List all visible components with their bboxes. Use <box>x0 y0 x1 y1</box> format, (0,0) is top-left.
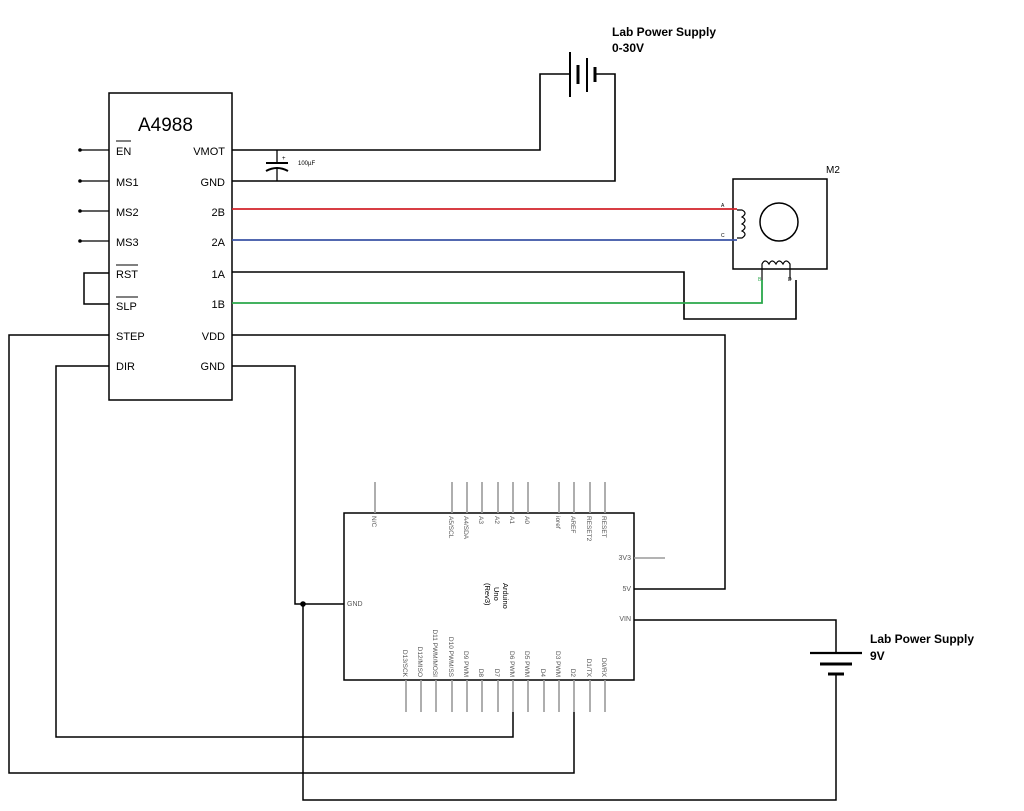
logic-supply-title: Lab Power Supply <box>870 632 974 646</box>
wire-1a <box>232 271 797 320</box>
arduino-top-pin-stubs <box>374 482 606 513</box>
arduino-pin-d0: D0/RX <box>600 658 607 678</box>
arduino-pin-a3: A3 <box>477 516 484 524</box>
stepper-motor: M2 A C B D <box>721 165 840 283</box>
arduino-pin-vin: VIN <box>619 616 631 623</box>
capacitor: + 100µF <box>265 150 315 181</box>
coil-1-winding <box>761 260 791 280</box>
arduino-pin-a0: A0 <box>523 516 530 524</box>
pin-gnd-logic-label: GND <box>201 361 226 373</box>
motor-name: M2 <box>826 165 840 176</box>
wire-gnd-supply <box>302 604 837 801</box>
arduino-pin-3v3: 3V3 <box>619 555 632 562</box>
motor-pin-d-label: D <box>788 277 792 283</box>
pin-dir-label: DIR <box>116 361 135 373</box>
arduino-pin-d6: D6 PWM <box>508 651 515 677</box>
logic-power-supply: Lab Power Supply 9V <box>810 632 974 676</box>
arduino-pin-a1: A1 <box>508 516 515 524</box>
arduino-pin-reset2: RESET2 <box>585 516 592 542</box>
arduino-uno: N/C A5/SCL A4/SDA A3 A2 A1 A0 ioref AREF… <box>343 482 665 712</box>
arduino-pin-d2: D2 <box>569 669 576 678</box>
arduino-pin-a4: A4/SDA <box>462 516 469 540</box>
motor-pin-a-label: A <box>721 203 725 209</box>
arduino-name-line1: Arduino <box>501 583 510 609</box>
a4988-name: A4988 <box>138 115 193 136</box>
pin-1a-label: 1A <box>212 269 226 281</box>
pin-slp-label: SLP <box>116 301 137 313</box>
signal-wires <box>8 334 837 801</box>
capacitor-value: 100µF <box>298 161 315 167</box>
motor-pin-b-label: B <box>758 277 762 283</box>
pin-rst-label: RST <box>116 269 138 281</box>
wire-gnd-gnd <box>232 365 344 605</box>
pin-gnd-motor-label: GND <box>201 177 226 189</box>
arduino-pin-reset: RESET <box>600 516 607 538</box>
arduino-pin-d5: D5 PWM <box>523 651 530 677</box>
motor-pin-c-label: C <box>721 233 725 239</box>
arduino-pin-aref: AREF <box>569 516 576 533</box>
pin-ms3-label: MS3 <box>116 237 139 249</box>
a4988-driver: A4988 EN MS1 MS2 MS3 RST SLP STEP DIR VM… <box>78 92 233 401</box>
arduino-bottom-pin-stubs <box>405 680 606 712</box>
arduino-pin-d10: D10 PWM/SS <box>447 637 454 678</box>
arduino-body <box>343 512 635 681</box>
wire-vin-supply <box>634 619 837 653</box>
pin-ms2-label: MS2 <box>116 207 139 219</box>
rst-slp-jumper <box>83 272 109 305</box>
pin-stub-dots <box>78 148 82 243</box>
arduino-pin-gnd: GND <box>347 601 363 608</box>
pin-2a-label: 2A <box>212 237 226 249</box>
arduino-pin-d1: D1/TX <box>585 659 592 678</box>
capacitor-polarity: + <box>282 156 286 162</box>
arduino-name-line3: (Rev3) <box>483 583 492 606</box>
arduino-pin-d7: D7 <box>493 669 500 678</box>
arduino-name-line2: Uno <box>492 587 501 601</box>
pin-vmot-label: VMOT <box>193 146 225 158</box>
pin-step-label: STEP <box>116 331 145 343</box>
arduino-pin-d12: D12/MISO <box>416 647 423 677</box>
motor-supply-title: Lab Power Supply <box>612 25 716 39</box>
wire-1b <box>232 280 763 304</box>
pin-ms1-label: MS1 <box>116 177 139 189</box>
arduino-pin-d9: D9 PWM <box>462 651 469 677</box>
pin-vdd-label: VDD <box>202 331 225 343</box>
motor-supply-range: 0-30V <box>612 41 644 55</box>
coil-2-winding <box>737 209 746 239</box>
wire-vdd-5v <box>232 334 726 590</box>
gnd-junction-dot <box>300 601 306 607</box>
arduino-pin-5v: 5V <box>622 586 631 593</box>
wire-step-d2 <box>8 334 575 774</box>
a4988-body <box>108 92 233 401</box>
logic-supply-range: 9V <box>870 649 885 663</box>
motor-rotor <box>759 202 799 242</box>
arduino-pin-d13: D13/SCK <box>401 650 408 678</box>
wire-dir-d6 <box>55 365 514 738</box>
arduino-pin-d4: D4 <box>539 669 546 678</box>
pin-1b-label: 1B <box>212 299 225 311</box>
arduino-pin-d11: D11 PWM/MOSI <box>431 629 438 677</box>
arduino-pin-nc: N/C <box>370 516 377 528</box>
pin-2b-label: 2B <box>212 207 225 219</box>
motor-power-supply: Lab Power Supply 0-30V <box>232 25 716 182</box>
pin-en-label: EN <box>116 146 131 158</box>
arduino-pin-d8: D8 <box>477 669 484 678</box>
arduino-pin-a2: A2 <box>493 516 500 524</box>
arduino-pin-d3: D3 PWM <box>554 651 561 677</box>
arduino-pin-ioref: ioref <box>554 516 561 529</box>
unconnected-pin-stubs <box>80 149 109 242</box>
motor-body <box>732 178 828 270</box>
arduino-pin-a5: A5/SCL <box>447 516 454 539</box>
